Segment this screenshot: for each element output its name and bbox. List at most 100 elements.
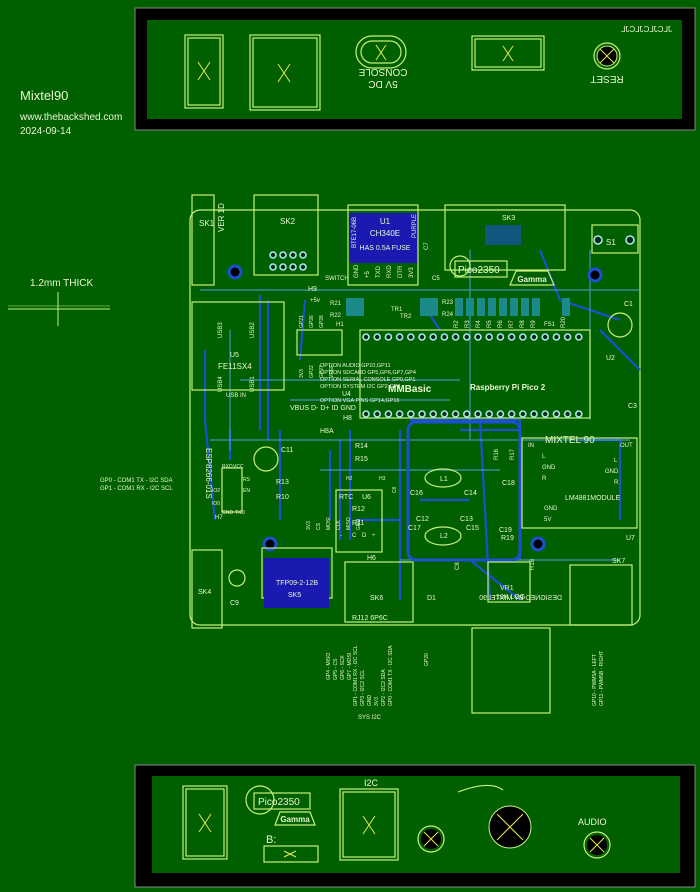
u1-pin-label: 3V3 <box>409 267 415 278</box>
h9-label: H9 <box>308 286 317 293</box>
h6-pin-label: D <box>362 533 367 539</box>
jlc-code: JLCJLCJLCJL <box>620 25 672 34</box>
esp-pin-label: RS <box>243 477 251 483</box>
lm-power-label: 5V <box>544 517 551 523</box>
gamma-badge: Gamma <box>509 270 555 286</box>
pico-pin-pad <box>530 410 538 418</box>
tr2-label: TR2 <box>400 314 412 320</box>
h6-pin-label: - <box>340 533 342 539</box>
esp-pin-label: IO0 <box>212 501 220 507</box>
rtc-module-outline <box>335 489 383 553</box>
version-label: VER 1D <box>217 203 226 232</box>
h1-header <box>296 329 343 356</box>
lm-pin-label: GND <box>542 465 556 471</box>
esp-note: GP0 - COM1 TX - I2C SDA <box>100 478 173 484</box>
sk3-label: SK3 <box>502 215 515 222</box>
pcb-board: SK1 VER 1D SK2 U1 CH340E HAS 0.5A FUSE B… <box>189 194 641 714</box>
pico-pin-pad <box>541 410 550 418</box>
pico-pin-pad <box>485 410 494 418</box>
reset-hole <box>593 42 621 70</box>
sk4-label: SK4 <box>198 589 211 596</box>
svg-text:S1: S1 <box>606 238 616 247</box>
sk2-label: SK2 <box>280 217 296 226</box>
i2c-cutout <box>339 788 399 861</box>
h8a-label: H8A <box>320 428 334 435</box>
website: www.thebackshed.com <box>19 112 122 123</box>
h1-pin-label: GP27 <box>319 365 325 378</box>
rj12-note: GP0 - COM1 TX - I2C SDA <box>388 645 394 706</box>
c6-label: C6 <box>392 486 398 493</box>
mmbasic-option-line: OPTION AUDIO GP10,GP11 <box>320 363 391 369</box>
console-label: CONSOLE <box>358 66 407 77</box>
sk1-outline <box>191 194 215 286</box>
h3-label: H3 <box>379 476 386 482</box>
vr1-shaft-outline <box>471 627 551 714</box>
volume-knob-hole <box>488 805 532 849</box>
sk7-label: SK7 <box>612 558 625 565</box>
u6-label: U6 <box>362 494 371 501</box>
usb3-label: USB3 <box>218 322 224 338</box>
sk5-pin-label: MOSI <box>326 517 332 530</box>
c16-label: C16 <box>410 490 423 497</box>
r24-label: R24 <box>442 312 454 318</box>
c3-label: C3 <box>628 403 637 410</box>
c17-label: C17 <box>408 525 421 532</box>
r21-label: R21 <box>330 301 342 307</box>
rj12-note: GP1 - COM1 RX - I2C SCL <box>353 645 359 706</box>
thickness-label: 1.2mm THICK <box>30 278 93 289</box>
l1-label: L1 <box>440 476 448 483</box>
sd-note: GP7 - MOSI <box>347 653 353 680</box>
pico-pin-pad <box>362 333 370 341</box>
c8-label: C8 <box>455 562 461 570</box>
u5-outline <box>191 301 285 391</box>
s1-switch: S1 <box>591 224 639 254</box>
hdmi-cutout <box>249 34 321 111</box>
c1-label: C1 <box>624 301 633 308</box>
h1-label: H1 <box>336 322 344 328</box>
u1-module <box>349 213 417 263</box>
h6-pin-label: + <box>372 533 376 539</box>
sk3-outline <box>444 204 566 271</box>
r17-label: R17 <box>510 448 516 460</box>
esp-pin-label: IO2 <box>212 488 220 494</box>
u1-color: PURPLE <box>412 214 418 238</box>
usb-in-label: USB IN <box>226 393 246 399</box>
lm-pin-label: GND <box>605 469 619 475</box>
usb4-label: USB4 <box>218 376 224 392</box>
pico-pin-pad <box>418 333 426 341</box>
svg-text:Pico2350: Pico2350 <box>458 265 500 276</box>
resistor-label: R3 <box>465 320 471 328</box>
r22-label: R22 <box>330 313 342 319</box>
pico-pin-pad <box>518 410 527 418</box>
u1-ref: U1 <box>380 217 391 226</box>
pico-pin-pad <box>451 410 460 418</box>
pico-pin-pad <box>563 410 572 418</box>
sd-note: GP5 - CS <box>333 658 339 680</box>
sk5-label: SK5 <box>288 592 301 599</box>
usb-cutout <box>184 34 224 109</box>
c11-label: C11 <box>281 447 293 454</box>
mmbasic-label: MMBasic <box>388 384 432 395</box>
r20-label: R20 <box>561 316 567 328</box>
b-label: B: <box>266 834 276 846</box>
c9-label: C9 <box>230 600 239 607</box>
resistor-array <box>346 298 570 316</box>
bottom-rear-panel: Pico2350 Gamma B: I2C AUDIO <box>134 764 696 888</box>
small-hole <box>417 825 445 853</box>
r19-label: R19 <box>501 535 514 542</box>
project-name: Mixtel90 <box>20 88 68 103</box>
pico-label: Raspberry Pi Pico 2 <box>470 383 546 392</box>
r11-label: R11 <box>352 520 364 527</box>
audio-note: GP10 - PWM5A - LEFT <box>592 654 598 706</box>
pico-pin-pad <box>518 333 527 341</box>
pico-pin-pad <box>440 410 449 418</box>
resistor-label: R6 <box>498 320 504 328</box>
pico-pin-pad <box>496 333 505 341</box>
resistor-label: R2 <box>454 320 460 328</box>
sk5-pin-label: MISO <box>346 517 352 530</box>
h1-pin-label: GP26 <box>309 315 315 328</box>
d1-label: D1 <box>427 595 436 602</box>
resistor-label: R4 <box>476 320 482 328</box>
c19-label: C19 <box>499 527 512 534</box>
